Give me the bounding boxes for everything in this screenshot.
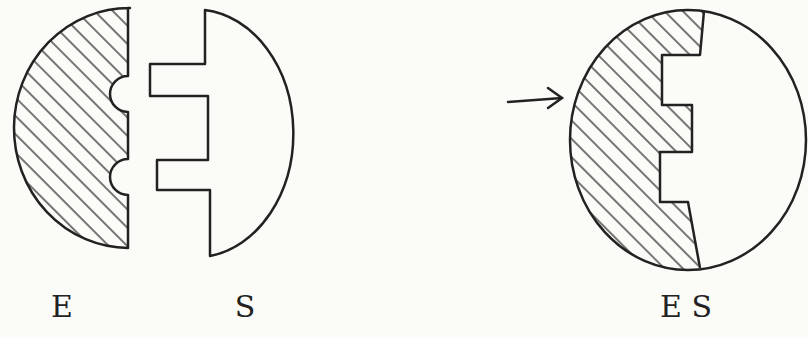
complex-interface	[660, 11, 704, 268]
complex-outline	[570, 10, 806, 270]
part-label: E S	[660, 292, 712, 322]
part-label: E	[51, 292, 73, 322]
substrate-shape	[150, 10, 293, 256]
part-label: S	[235, 292, 256, 322]
reaction-arrow	[508, 88, 562, 108]
enzyme-shape	[14, 8, 130, 248]
complex-hatched-part	[560, 0, 705, 290]
